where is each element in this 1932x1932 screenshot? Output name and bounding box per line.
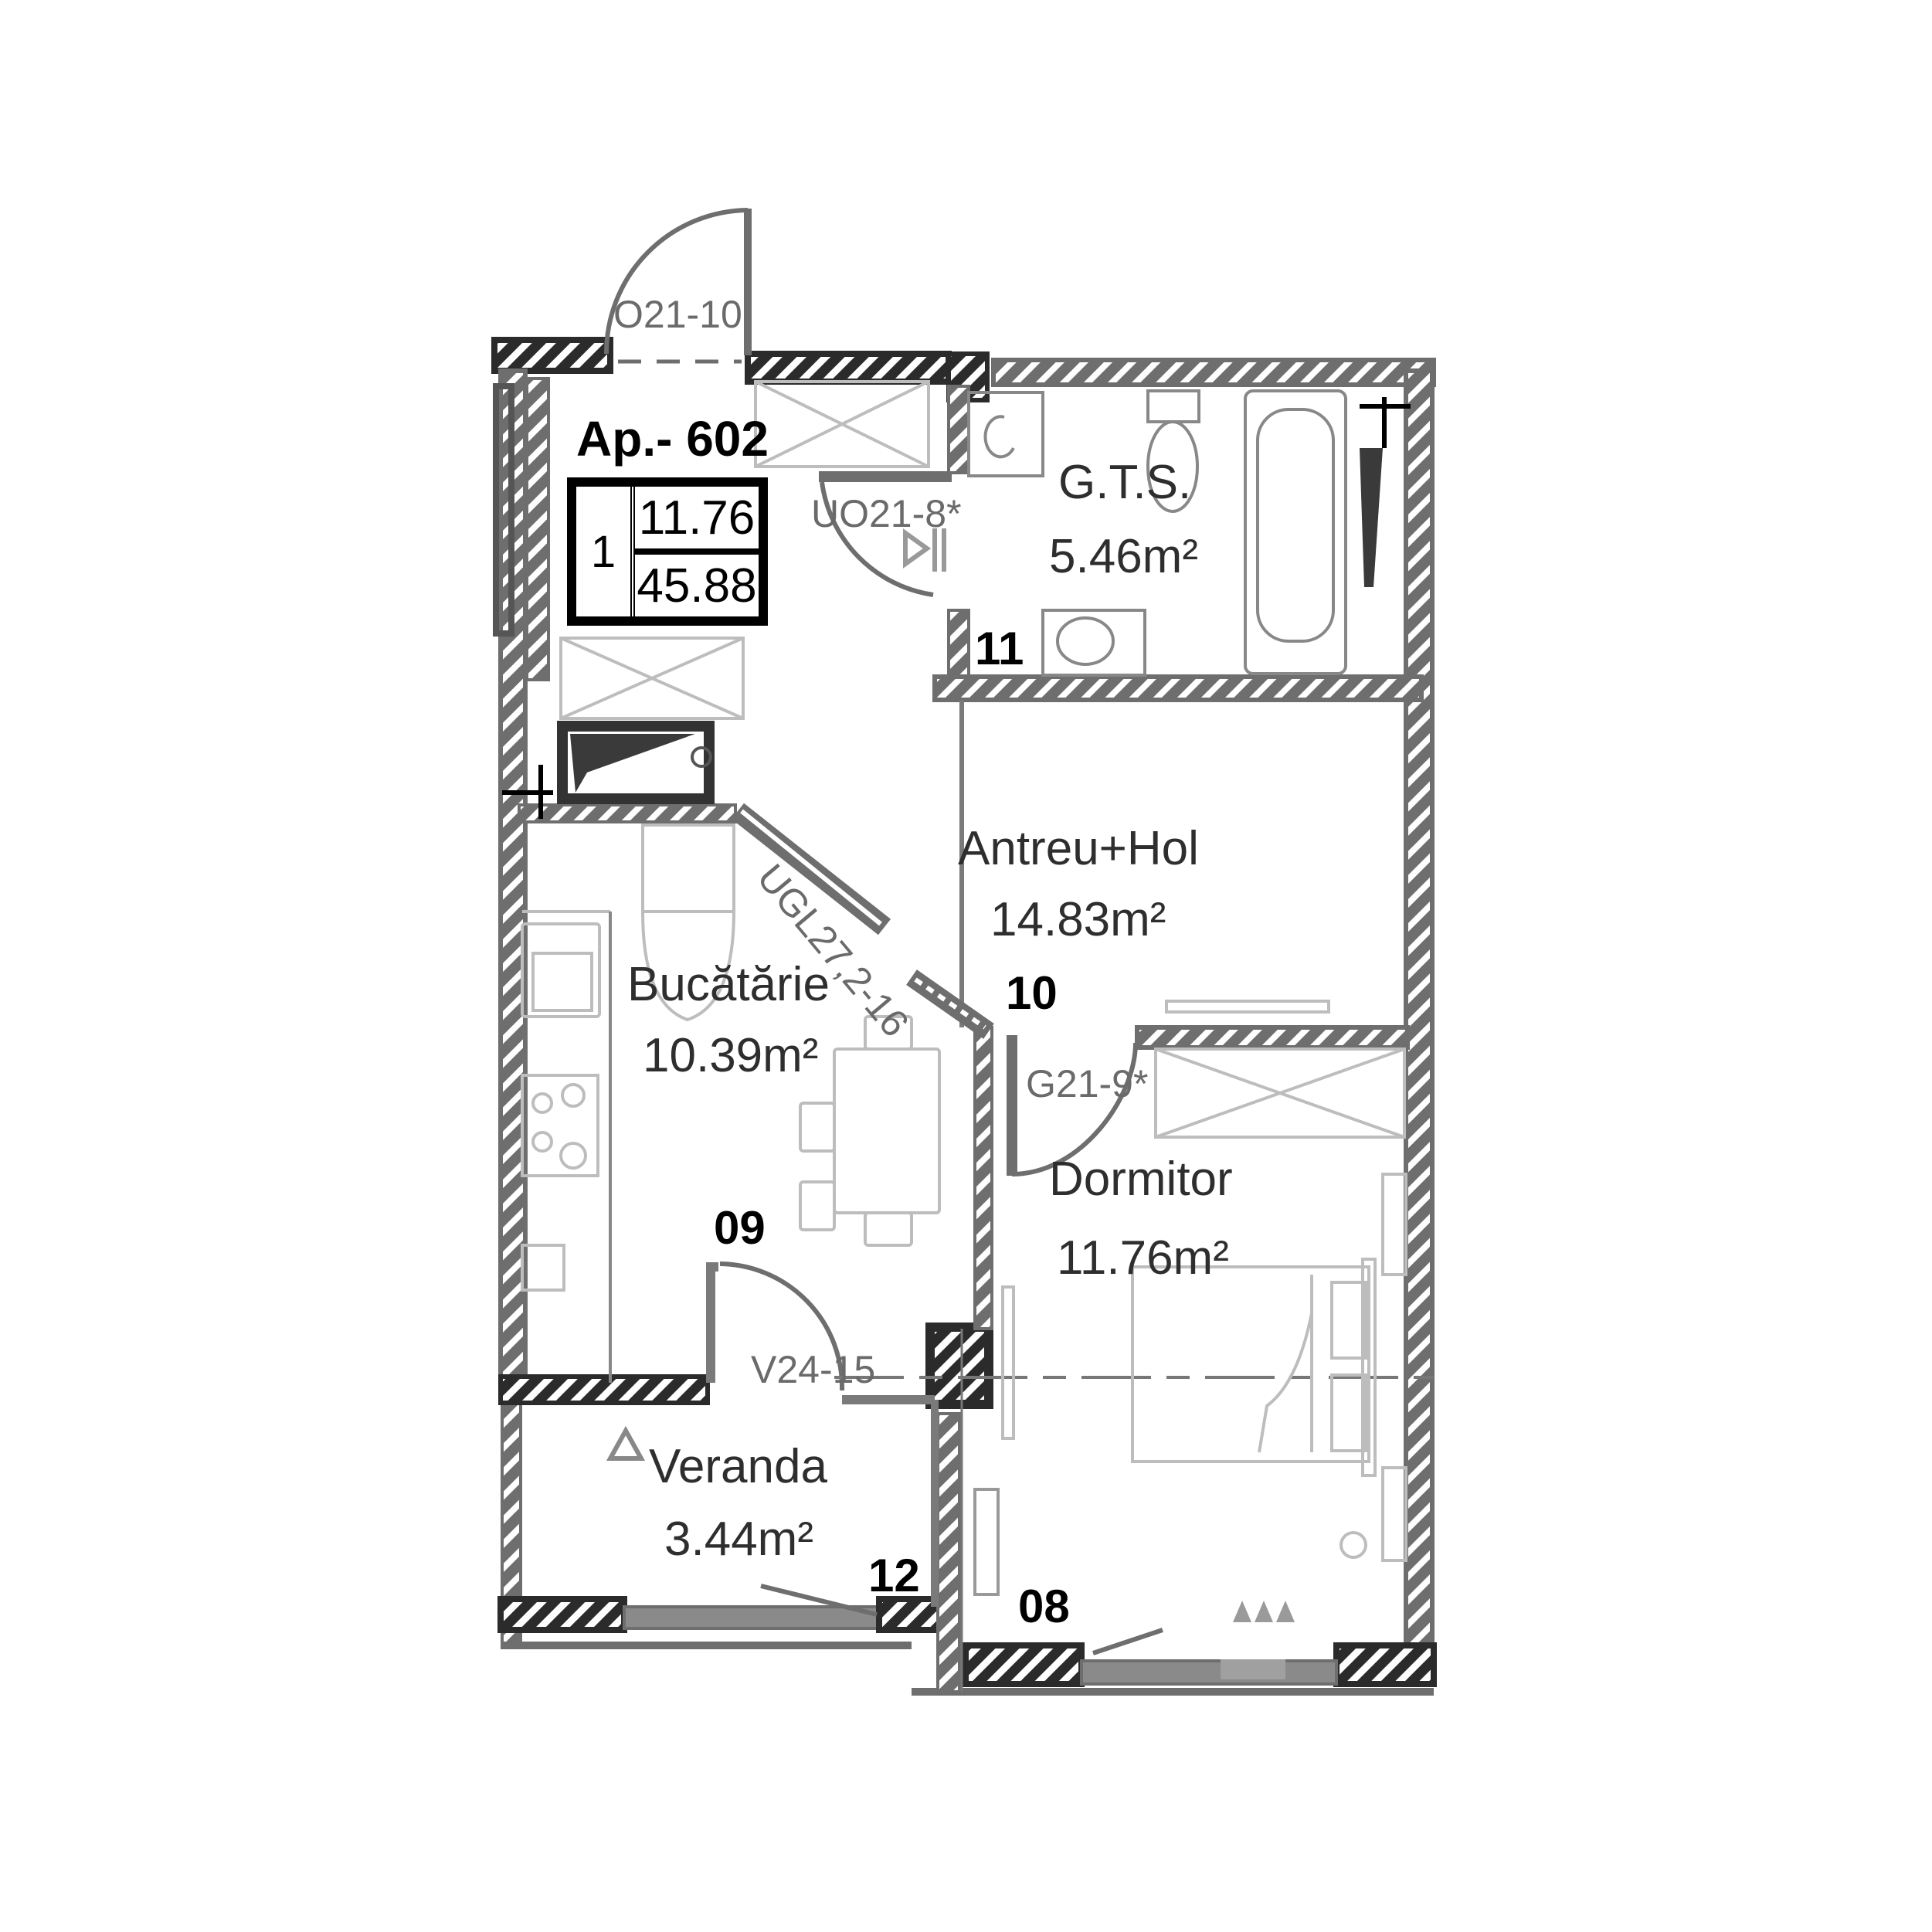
room-name-hall: Antreu+Hol	[958, 822, 1199, 875]
room-count: 1	[576, 487, 635, 616]
room-number-hall: 10	[1006, 967, 1058, 1019]
room-area-bedroom: 11.76m²	[1057, 1231, 1229, 1285]
apartment-summary-box: 1 11.76 45.88	[567, 477, 768, 626]
door-tag-veranda: V24-15	[751, 1348, 876, 1391]
room-area-hall: 14.83m²	[990, 893, 1166, 946]
doors	[603, 208, 1163, 1655]
living-area-value: 11.76	[635, 487, 759, 555]
furniture	[521, 380, 1407, 1596]
room-name-bedroom: Dormitor	[1049, 1153, 1233, 1206]
room-number-kitchen: 09	[714, 1202, 766, 1254]
door-tag-bathroom: UO21-8*	[811, 492, 962, 535]
room-number-gts: 11	[975, 623, 1024, 674]
exterior-walls	[491, 337, 1437, 1696]
heater-icon	[1233, 1601, 1295, 1622]
room-number-bedroom: 08	[1018, 1581, 1070, 1632]
room-name-gts: G.T.S.	[1058, 456, 1192, 509]
interior-walls	[498, 385, 1424, 1607]
apartment-title: Ap.- 602	[576, 411, 769, 467]
room-area-veranda: 3.44m²	[664, 1513, 813, 1566]
bathroom-valve-icon	[903, 528, 946, 572]
door-tag-bedroom: G21-9*	[1026, 1062, 1149, 1105]
total-area-value: 45.88	[637, 559, 757, 613]
room-number-veranda: 12	[868, 1550, 920, 1601]
room-name-veranda: Veranda	[649, 1440, 827, 1493]
room-name-kitchen: Bucătărie	[627, 958, 830, 1011]
cross-marker-icon	[502, 397, 1411, 819]
room-area-gts: 5.46m²	[1049, 530, 1198, 583]
bathroom-dark-fixture	[1360, 448, 1383, 587]
room-area-kitchen: 10.39m²	[643, 1029, 819, 1082]
radiator-veranda-icon	[606, 1425, 646, 1461]
door-tag-entrance: O21-10	[613, 293, 742, 336]
